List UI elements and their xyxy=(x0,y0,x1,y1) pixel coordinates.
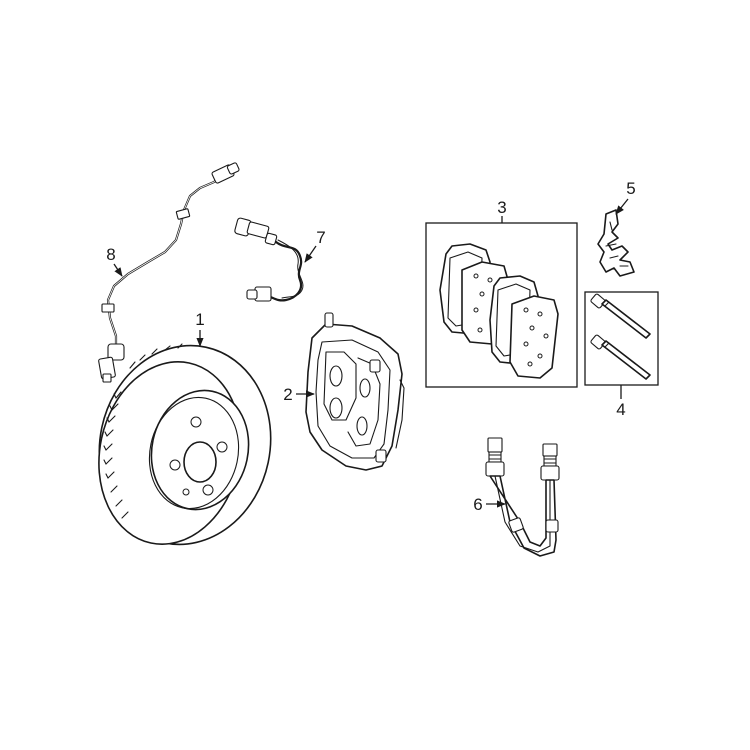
leader-line-8 xyxy=(113,263,123,277)
callout-label-4: 4 xyxy=(616,400,625,419)
callout-label-3: 3 xyxy=(497,198,506,217)
brake-caliper-part-2 xyxy=(305,312,405,471)
callout-6: 6 xyxy=(473,495,506,514)
brake-hose-part-6 xyxy=(485,437,560,557)
brake-pad-set-part-3 xyxy=(425,222,578,388)
brake-rotor-part-1 xyxy=(98,343,272,546)
callout-1: 1 xyxy=(195,310,205,347)
guide-pin-set-part-4 xyxy=(584,291,659,386)
callout-label-2: 2 xyxy=(283,385,292,404)
abs-sensor-part-8 xyxy=(98,162,240,383)
callout-label-5: 5 xyxy=(626,179,635,198)
callout-label-7: 7 xyxy=(316,228,325,247)
callout-8: 8 xyxy=(106,245,123,277)
pad-wear-sensor-part-7 xyxy=(234,217,304,302)
callout-7: 7 xyxy=(304,228,326,263)
callout-label-1: 1 xyxy=(195,310,204,329)
callout-3: 3 xyxy=(497,198,507,223)
anti-rattle-clip-part-5 xyxy=(597,209,635,277)
callout-5: 5 xyxy=(615,179,636,215)
callout-2: 2 xyxy=(283,385,315,404)
callout-4: 4 xyxy=(616,385,626,419)
leader-line-7 xyxy=(304,245,317,263)
callout-label-6: 6 xyxy=(473,495,482,514)
callout-label-8: 8 xyxy=(106,245,115,264)
leader-line-5 xyxy=(615,198,629,215)
